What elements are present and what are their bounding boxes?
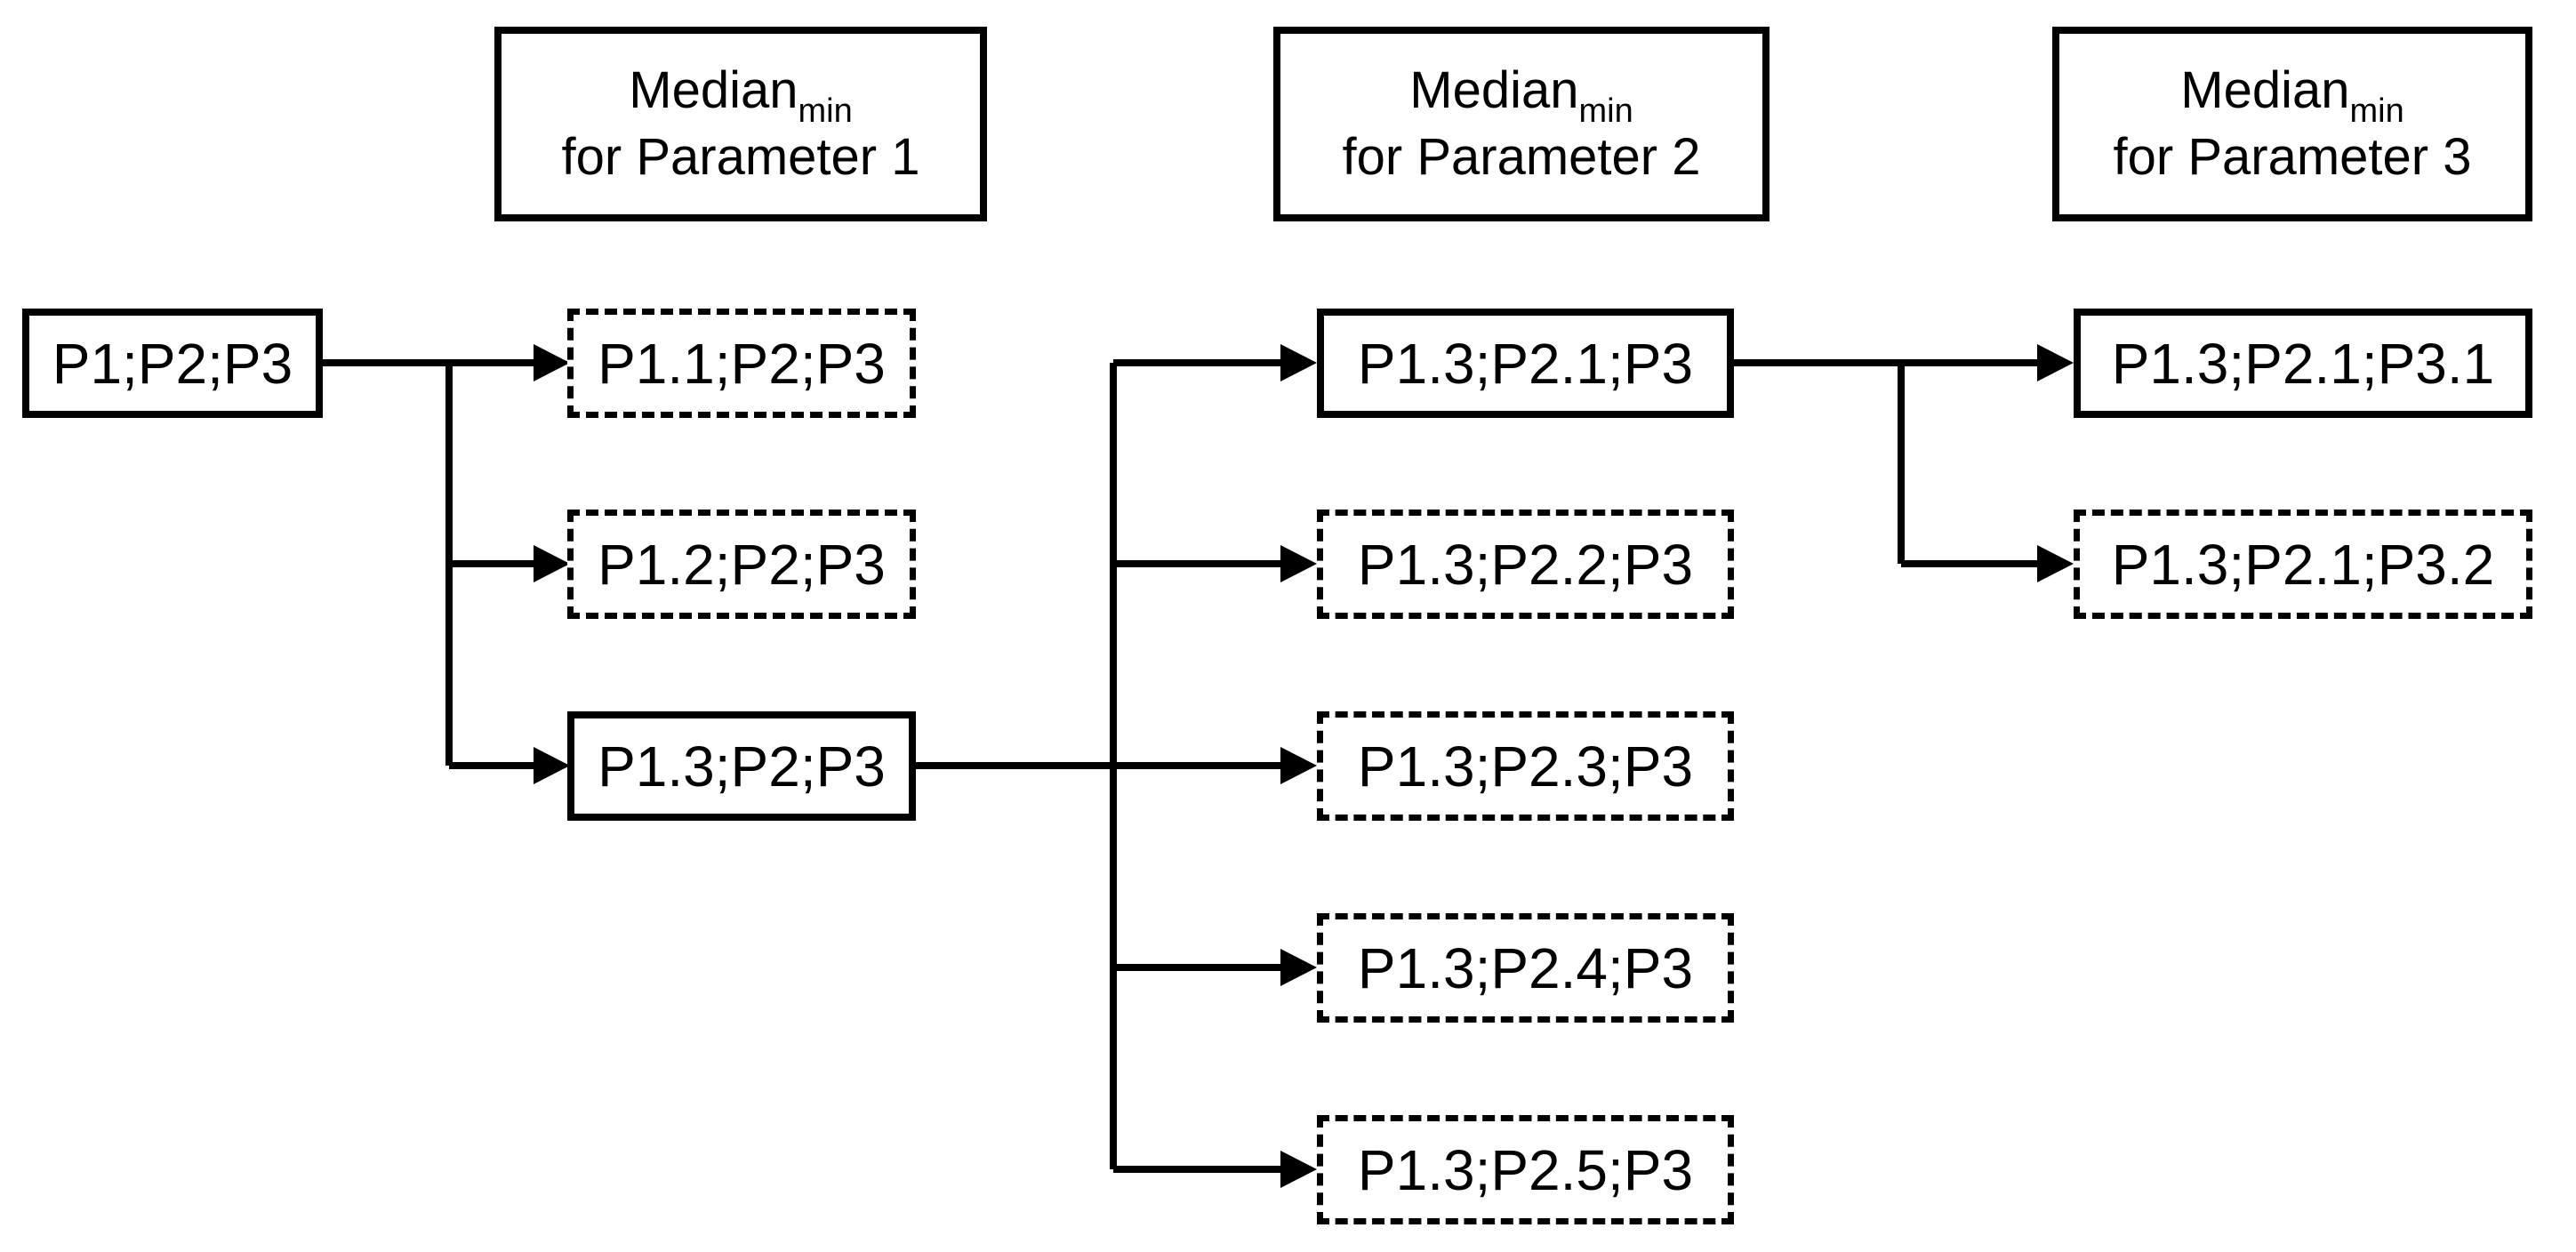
node-label: P1.3;P2.2;P3: [1357, 532, 1694, 597]
arrowhead-p13: [534, 747, 570, 784]
node-p1-3-p2-3-p3: P1.3;P2.3;P3: [1317, 711, 1734, 821]
header-median-min-parameter-3: Medianmin for Parameter 3: [2052, 27, 2532, 221]
branch-parameter3-arrowheads: [2037, 344, 2074, 582]
header-median-word: Median: [629, 61, 798, 120]
node-label: P1.3;P2.4;P3: [1357, 935, 1694, 1000]
arrowhead-p13p24: [1280, 949, 1317, 986]
header-median-word: Median: [1409, 61, 1579, 120]
node-label: P1.3;P2.1;P3: [1357, 331, 1694, 396]
header-subtitle: for Parameter 2: [1342, 127, 1701, 186]
node-label: P1.2;P2;P3: [598, 532, 886, 597]
node-p1-3-p2-2-p3: P1.3;P2.2;P3: [1317, 510, 1734, 619]
subscript-min: min: [1578, 92, 1633, 131]
branch-parameter2-arrowheads: [1280, 344, 1317, 1188]
node-p1-2-p2-p3: P1.2;P2;P3: [567, 510, 916, 619]
arrowhead-p13p25: [1280, 1151, 1317, 1188]
node-label: P1.1;P2;P3: [598, 331, 886, 396]
node-label: P1.3;P2.3;P3: [1357, 734, 1694, 799]
header-title: Medianmin: [1409, 58, 1633, 130]
header-median-min-parameter-2: Medianmin for Parameter 2: [1273, 27, 1769, 221]
node-p1-p2-p3: P1;P2;P3: [22, 309, 323, 418]
arrowhead-p11: [534, 344, 570, 381]
arrowhead-p12: [534, 545, 570, 582]
arrowhead-p13p21p31: [2037, 344, 2074, 381]
subscript-min: min: [2349, 92, 2404, 131]
arrowhead-p13p22: [1280, 545, 1317, 582]
subscript-min: min: [798, 92, 853, 131]
node-label: P1.3;P2.1;P3.1: [2111, 331, 2495, 396]
node-label: P1.3;P2;P3: [598, 734, 886, 799]
arrowhead-p13p21p32: [2037, 545, 2074, 582]
node-p1-3-p2-4-p3: P1.3;P2.4;P3: [1317, 913, 1734, 1023]
branch-parameter1-connectors: [323, 359, 536, 769]
branch-parameter1-arrowheads: [534, 344, 570, 784]
header-title: Medianmin: [2180, 58, 2403, 130]
header-subtitle: for Parameter 1: [561, 127, 920, 186]
arrowhead-p13p21: [1280, 344, 1317, 381]
header-subtitle: for Parameter 3: [2113, 127, 2472, 186]
node-label: P1.3;P2.1;P3.2: [2111, 532, 2495, 597]
node-label: P1;P2;P3: [52, 331, 293, 396]
header-title: Medianmin: [629, 58, 852, 130]
branch-parameter2-connectors: [916, 359, 1283, 1173]
header-median-word: Median: [2180, 61, 2350, 120]
node-p1-3-p2-5-p3: P1.3;P2.5;P3: [1317, 1115, 1734, 1224]
header-median-min-parameter-1: Medianmin for Parameter 1: [494, 27, 987, 221]
arrowhead-p13p23: [1280, 747, 1317, 784]
branch-parameter3-connectors: [1734, 359, 2040, 567]
node-label: P1.3;P2.5;P3: [1357, 1137, 1694, 1202]
node-p1-3-p2-1-p3: P1.3;P2.1;P3: [1317, 309, 1734, 418]
node-p1-3-p2-1-p3-1: P1.3;P2.1;P3.1: [2074, 309, 2532, 418]
node-p1-3-p2-1-p3-2: P1.3;P2.1;P3.2: [2074, 510, 2532, 619]
node-p1-3-p2-p3: P1.3;P2;P3: [567, 711, 916, 821]
node-p1-1-p2-p3: P1.1;P2;P3: [567, 309, 916, 418]
